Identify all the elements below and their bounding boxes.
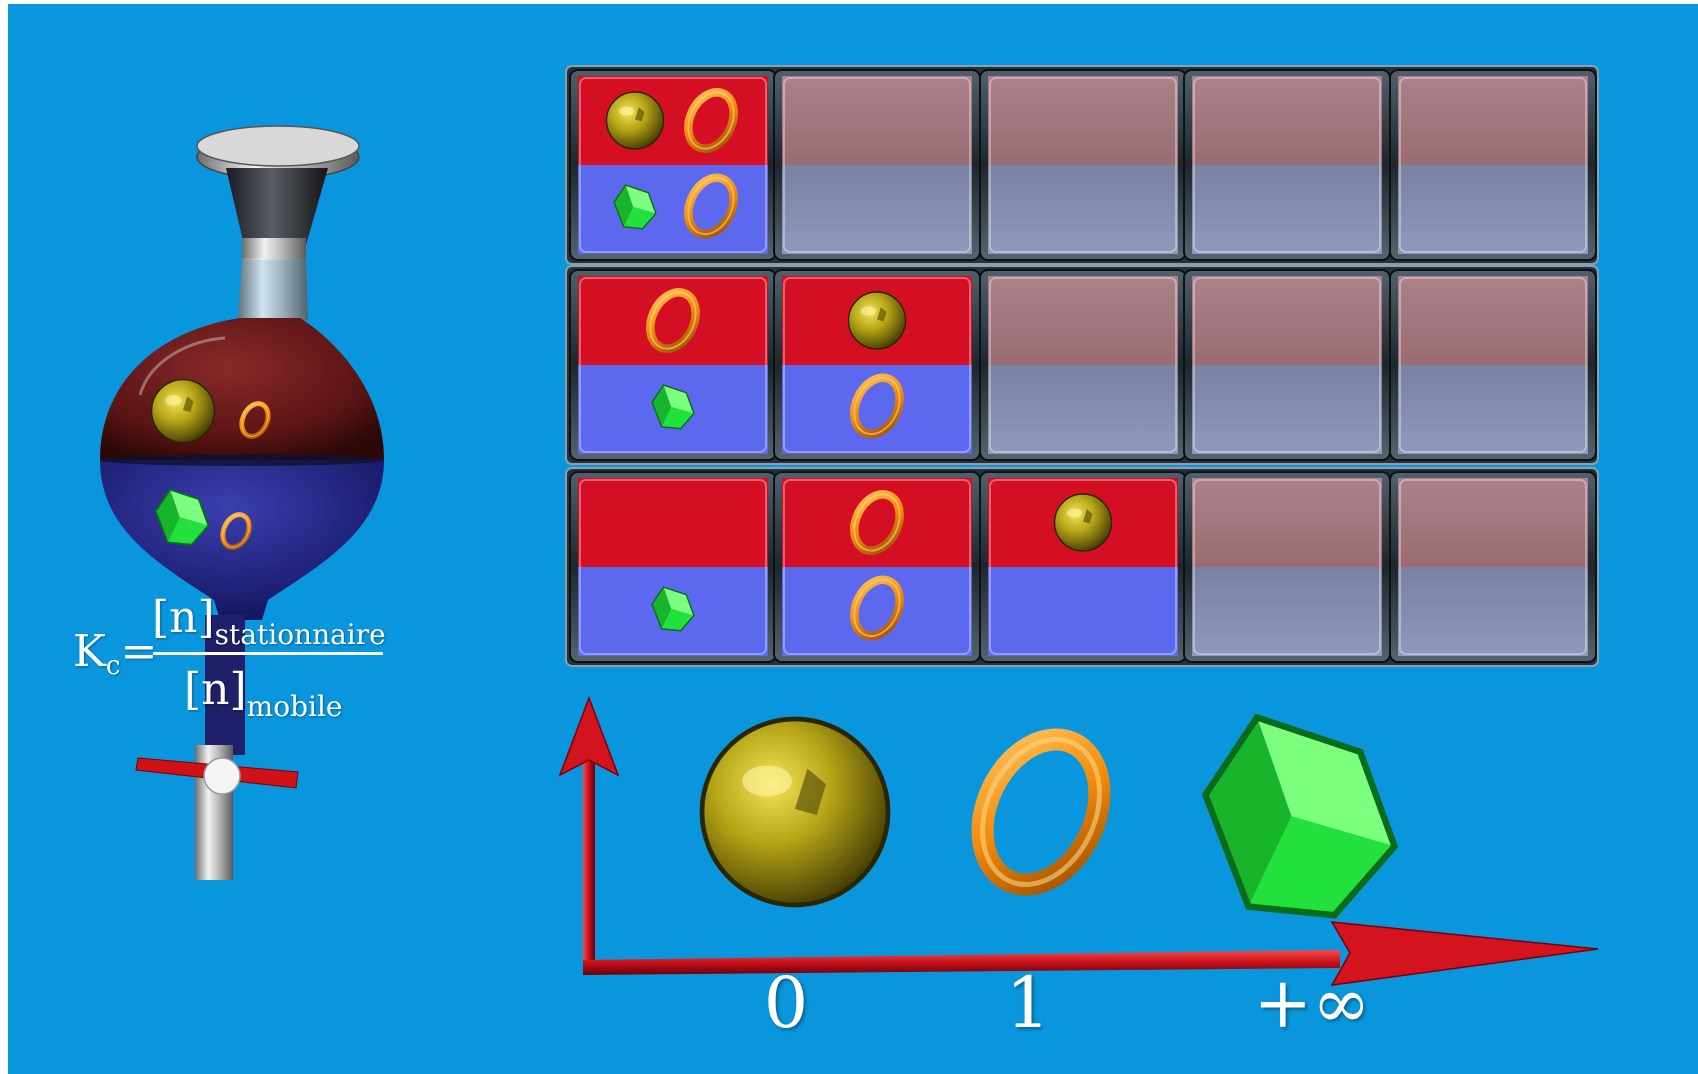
cell-r3-c1 xyxy=(570,472,776,662)
cell-sphere xyxy=(607,92,664,149)
cell-r1-c4 xyxy=(1184,70,1390,260)
cell-stationary-phase xyxy=(578,478,768,567)
cell-r1-c5 xyxy=(1390,70,1596,260)
cell-r1-c3 xyxy=(980,70,1186,260)
y-axis xyxy=(583,740,595,972)
funnel-neck xyxy=(226,168,328,245)
cell-r3-c2 xyxy=(774,472,980,662)
cell-mobile-phase xyxy=(988,567,1178,656)
axis-label-0: 0 xyxy=(706,962,866,1044)
cell-sphere xyxy=(1055,494,1112,551)
cell-r2-c3 xyxy=(980,270,1186,460)
partition-grid xyxy=(566,66,1598,666)
cell-sphere xyxy=(849,292,906,349)
grid-row-2 xyxy=(566,266,1598,464)
large-sphere xyxy=(702,719,888,905)
cell-mobile-phase xyxy=(578,165,768,254)
cell-r2-c4 xyxy=(1184,270,1390,460)
large-torus xyxy=(960,720,1122,903)
formula-k: Kc= xyxy=(73,626,157,681)
cell-r3-c5 xyxy=(1390,472,1596,662)
cell-r2-c1 xyxy=(570,270,776,460)
funnel-sphere xyxy=(152,380,215,443)
formula-numerator: [n]stationnaire xyxy=(152,592,386,651)
axis-label-infinity: +∞ xyxy=(1232,962,1392,1044)
large-cube xyxy=(1205,717,1394,915)
cell-r1-c2 xyxy=(774,70,980,260)
cell-r2-c5 xyxy=(1390,270,1596,460)
grid-row-3 xyxy=(566,468,1598,666)
cell-r2-c2 xyxy=(774,270,980,460)
formula-denominator: [n]mobile xyxy=(184,664,342,723)
formula-fraction-bar xyxy=(153,652,383,655)
grid-row-1 xyxy=(566,66,1598,264)
cell-r3-c4 xyxy=(1184,472,1390,662)
cell-r3-c3 xyxy=(980,472,1186,662)
separatory-funnel xyxy=(100,126,384,880)
axis-label-1: 1 xyxy=(948,962,1108,1044)
cell-r1-c1 xyxy=(570,70,776,260)
